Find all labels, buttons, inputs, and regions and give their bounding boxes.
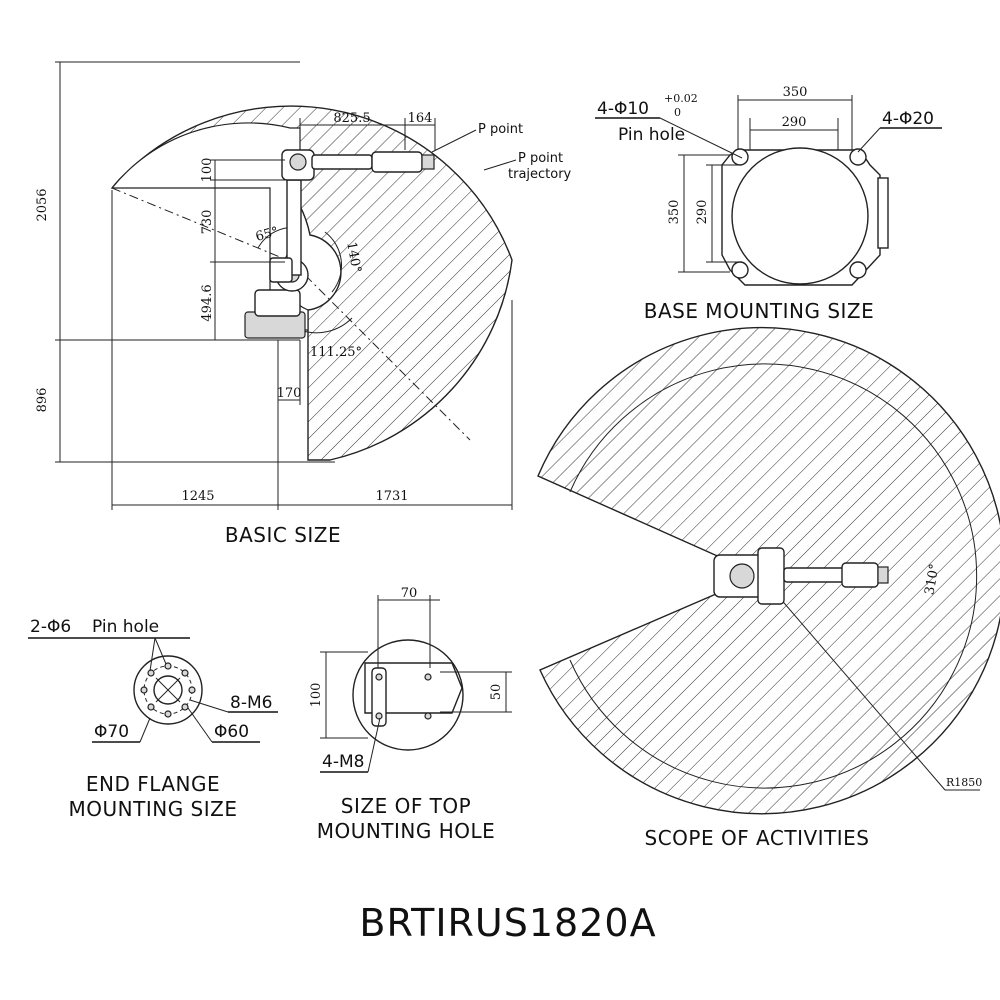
base-pin-hole-spec: 4-Φ10 <box>597 99 649 119</box>
angle-c: 111.25° <box>310 345 362 360</box>
end-flange-diagram: 2-Φ6 Pin hole 8-M6 Φ70 Φ60 END FLANGE MO… <box>28 617 278 821</box>
base-tol-lower: 0 <box>674 106 681 119</box>
base-h-inner: 290 <box>695 200 710 225</box>
base-mounting-diagram: 350 290 350 290 4-Φ10 +0.02 0 Pin hole 4… <box>595 85 942 323</box>
bolt-hole-tr <box>849 148 867 166</box>
base-w-inner: 290 <box>782 115 807 130</box>
trajectory-ray-left <box>111 187 293 263</box>
dim-reach: 825.5 <box>333 111 370 126</box>
top-h-inner: 50 <box>489 684 504 701</box>
dim-w-left: 1245 <box>181 489 214 504</box>
top-hole-3 <box>424 673 432 681</box>
scope-radius-line <box>759 574 946 791</box>
dim-h-arm: 730 <box>200 210 215 235</box>
base-bolt-spec: 4-Φ20 <box>882 109 934 129</box>
base-center-circle <box>731 147 869 285</box>
scope-radius: R1850 <box>946 776 982 789</box>
dim-h-below: 896 <box>35 388 50 413</box>
base-w-outer: 350 <box>783 85 808 100</box>
vertical-dimensions <box>55 61 335 463</box>
basic-size-diagram: 2056 896 100 730 494.6 825.5 164 P point… <box>35 61 572 547</box>
p-point-label: P point <box>478 122 523 137</box>
top-width: 70 <box>401 586 418 601</box>
scope-angle: 310° <box>922 563 942 596</box>
top-mount-caption-2: MOUNTING HOLE <box>317 819 496 843</box>
flange-threaded-holes <box>140 662 196 718</box>
flange-pin-label: Pin hole <box>92 617 159 637</box>
angle-a: 65° <box>254 224 280 244</box>
basic-size-caption: BASIC SIZE <box>225 523 341 547</box>
base-tol-upper: +0.02 <box>664 92 698 105</box>
trajectory-ray-lower <box>291 261 471 441</box>
dim-w-base: 170 <box>277 386 302 401</box>
end-flange-caption-1: END FLANGE <box>86 772 220 796</box>
bolt-hole-bl <box>731 261 749 279</box>
base-h-outer: 350 <box>667 200 682 225</box>
scope-caption: SCOPE OF ACTIVITIES <box>645 826 870 850</box>
top-mount-plate <box>364 662 463 714</box>
top-mount-slot <box>371 667 387 727</box>
angle-arc-b <box>324 231 342 293</box>
top-h-outer: 100 <box>309 683 324 708</box>
flange-d-outer: Φ70 <box>94 722 129 742</box>
base-pin-hole-label: Pin hole <box>618 125 685 145</box>
model-name: BRTIRUS1820A <box>359 901 656 945</box>
dim-h-base: 494.6 <box>200 284 215 321</box>
robot-silhouette <box>244 149 435 339</box>
angle-b: 140° <box>343 241 363 274</box>
bolt-hole-br <box>849 261 867 279</box>
base-mounting-caption: BASE MOUNTING SIZE <box>644 299 875 323</box>
top-hole-2 <box>375 712 383 720</box>
base-side-connector <box>877 177 889 249</box>
p-point-trajectory-label-1: P point <box>518 151 563 166</box>
top-mount-caption-1: SIZE OF TOP <box>341 794 471 818</box>
top-hole-1 <box>375 673 383 681</box>
flange-pin-spec: 2-Φ6 <box>30 617 71 637</box>
dim-flange-offset: 164 <box>408 111 433 126</box>
dim-w-right: 1731 <box>375 489 408 504</box>
scope-robot-topview <box>713 547 889 605</box>
scope-inner-arc <box>569 363 978 789</box>
top-thread: 4-M8 <box>322 752 364 772</box>
scope-diagram: R1850 310° SCOPE OF ACTIVITIES <box>537 327 1000 850</box>
end-flange-caption-2: MOUNTING SIZE <box>69 797 238 821</box>
flange-thread: 8-M6 <box>230 693 272 713</box>
top-hole-4 <box>424 712 432 720</box>
p-point-trajectory-label-2: trajectory <box>508 167 572 182</box>
top-mounting-diagram: 70 100 50 4-M8 SIZE OF TOP MOUNTING HOLE <box>309 586 512 843</box>
flange-d-pcd: Φ60 <box>214 722 249 742</box>
dim-h-total: 2056 <box>35 188 50 221</box>
dim-h-upper: 100 <box>200 158 215 183</box>
